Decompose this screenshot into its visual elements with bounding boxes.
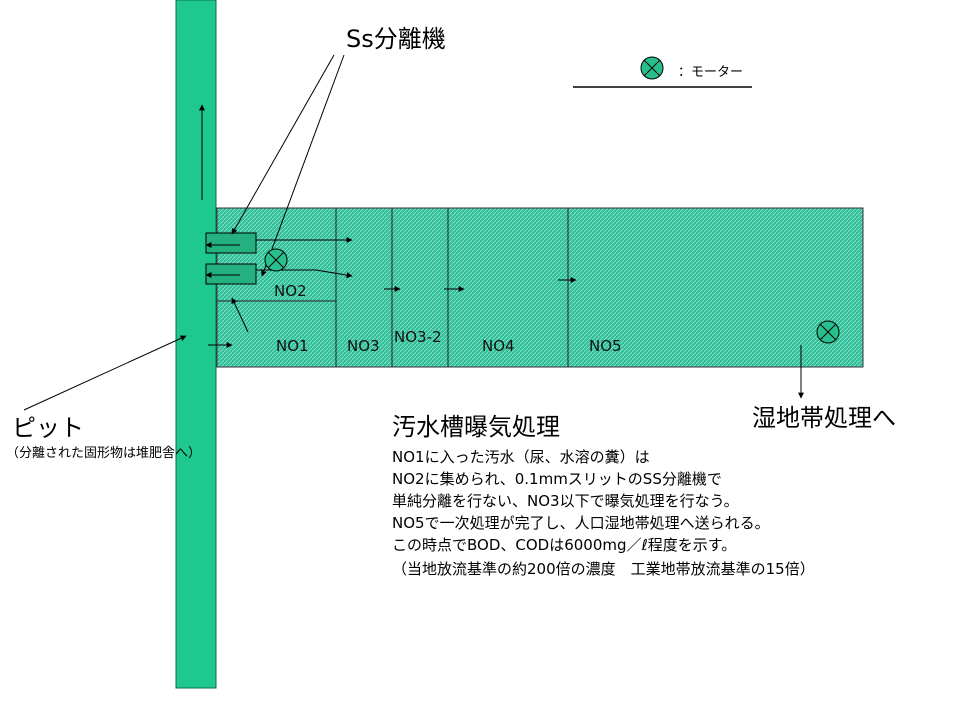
description-line: NO1に入った汚水（尿、水溶の糞）は	[392, 448, 650, 466]
description-line: 単純分離を行ない、NO3以下で曝気処理を行なう。	[392, 492, 739, 510]
legend-motor-icon	[640, 56, 664, 80]
motor-icon	[264, 248, 288, 272]
separator-callout-line	[261, 54, 345, 277]
description-title: 汚水槽曝気処理	[392, 413, 560, 441]
tank-label-no2: NO2	[274, 282, 307, 300]
treatment-tank	[216, 207, 864, 368]
pump-up-arrow	[231, 297, 249, 333]
description-line: NO2に集められ、0.1mmスリットのSS分離機で	[392, 470, 722, 488]
legend-motor-text: ：モーター	[678, 65, 744, 80]
description-line: （当地放流基準の約200倍の濃度 工業地帯放流基準の15倍）	[392, 560, 815, 578]
tank-label-no5: NO5	[589, 337, 622, 355]
tank-label-no4: NO4	[482, 337, 515, 355]
separator-callout-line	[231, 54, 335, 235]
tank-label-no1: NO1	[276, 337, 309, 355]
tank-label-no3-2: NO3-2	[394, 328, 442, 346]
pit-pipe	[175, 0, 217, 689]
wetland-label: 湿地帯処理へ	[752, 404, 896, 432]
separator-to-tank-arrow	[315, 269, 353, 279]
tank-label-no3: NO3	[347, 337, 380, 355]
description-line: NO5で一次処理が完了し、人口湿地帯処理へ送られる。	[392, 514, 770, 532]
pit-note: （分離された固形物は堆肥舎へ）	[6, 446, 202, 461]
description-line: この時点でBOD、CODは6000mg／ℓ程度を示す。	[392, 536, 737, 554]
pit-label: ピット	[12, 414, 84, 442]
ss-separator-upper	[205, 232, 257, 254]
ss-separator-lower	[205, 263, 257, 285]
ss-separator-label: Ss分離機	[346, 25, 446, 53]
pit-callout-line	[23, 335, 187, 411]
motor-icon	[816, 320, 840, 344]
